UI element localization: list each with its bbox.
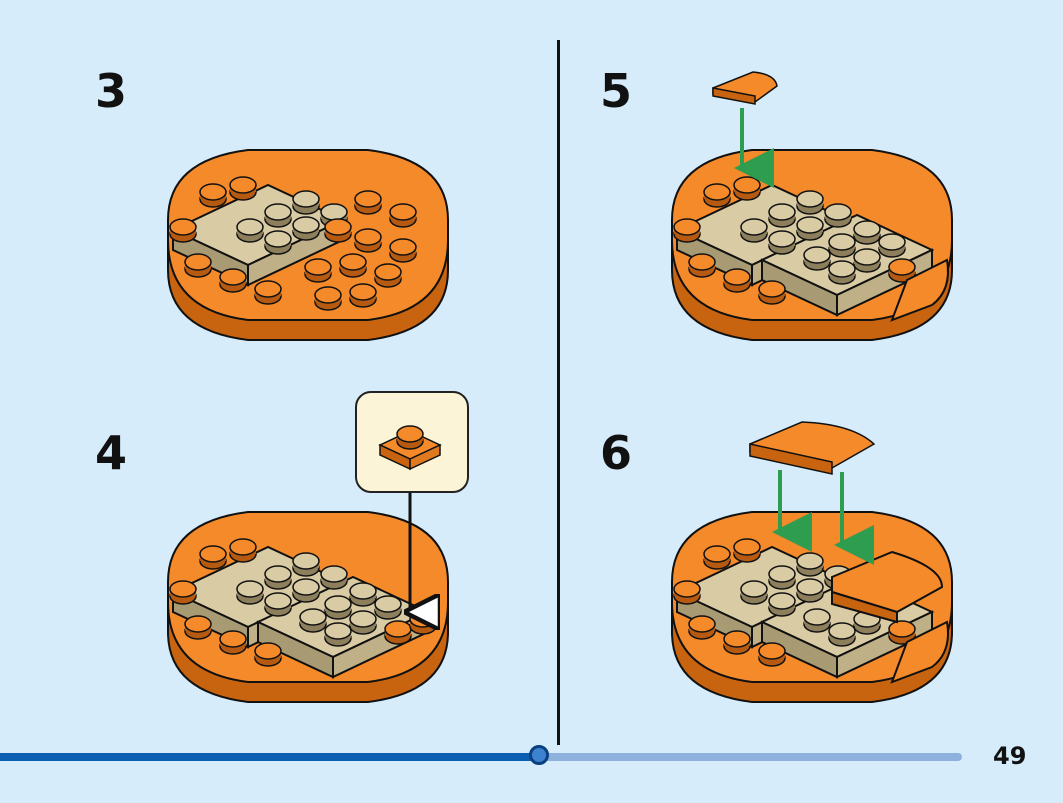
- step-6-model: [671, 511, 953, 703]
- step-number-3: 3: [95, 64, 128, 118]
- progress-knob[interactable]: [529, 745, 549, 765]
- step-number-6: 6: [600, 426, 633, 480]
- orange-quarter-tile-icon: [712, 71, 778, 105]
- page-number: 49: [993, 742, 1027, 770]
- progress-fill: [0, 753, 539, 761]
- orange-plate-1x1-icon: [378, 425, 442, 471]
- step-number-4: 4: [95, 426, 128, 480]
- step-number-5: 5: [600, 64, 633, 118]
- panel-divider: [557, 40, 560, 745]
- orange-curved-slope-icon: [749, 421, 876, 475]
- step-3-model: [167, 149, 449, 341]
- step-5-model: [671, 149, 953, 341]
- step-4-model: [167, 511, 449, 703]
